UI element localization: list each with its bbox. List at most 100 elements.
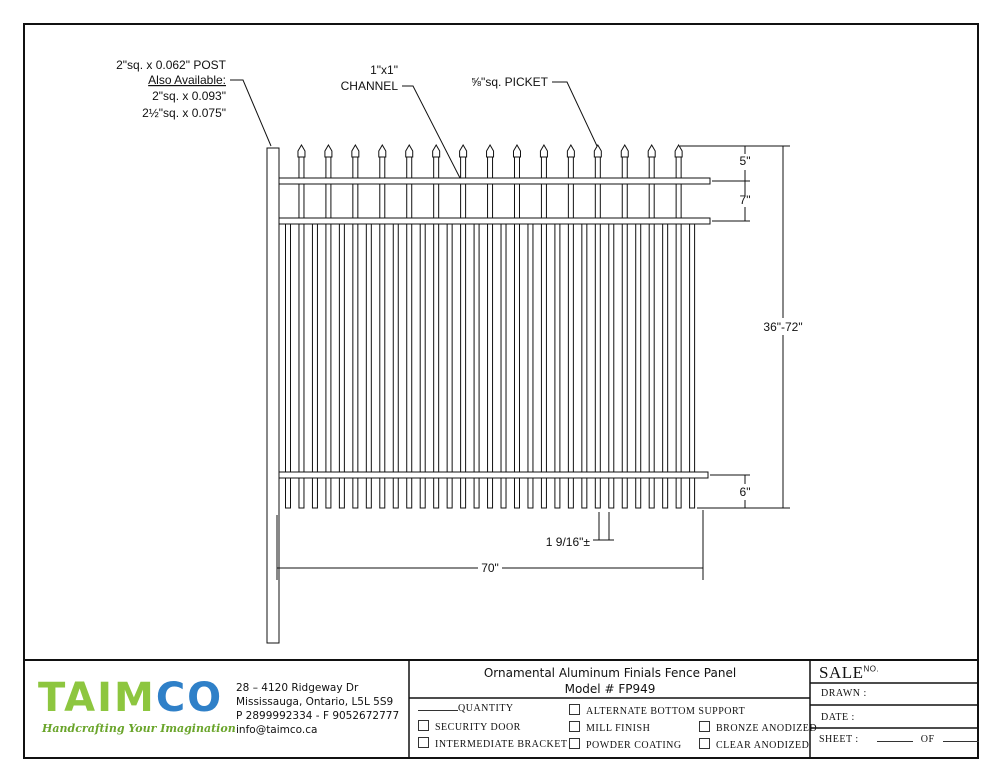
fence-panel — [278, 144, 711, 509]
short-picket — [311, 221, 318, 509]
option-mill-finish[interactable]: MILL FINISH — [569, 721, 650, 734]
finial — [297, 144, 306, 158]
model-number: Model # FP949 — [564, 682, 656, 696]
short-picket — [285, 221, 291, 509]
finial-picket — [540, 155, 547, 509]
short-picket — [689, 221, 696, 509]
short-picket — [419, 221, 426, 509]
short-picket — [392, 221, 399, 509]
finial — [566, 144, 575, 158]
finial-picket — [352, 155, 359, 509]
option-alternate-bottom-support[interactable]: ALTERNATE BOTTOM SUPPORT — [569, 704, 745, 717]
finial — [674, 144, 683, 158]
checkbox[interactable] — [569, 704, 580, 715]
phone: P 2899992334 - F 9052672777 — [236, 710, 400, 722]
sheet-label: SHEET : — [819, 734, 859, 745]
short-picket — [500, 221, 507, 509]
option-bronze-anodized[interactable]: BRONZE ANODIZED — [699, 721, 817, 734]
finial-picket — [675, 155, 682, 509]
option-clear-anodized[interactable]: CLEAR ANODIZED — [699, 738, 809, 751]
quantity-label: QUANTITY — [458, 703, 514, 714]
of-label: OF — [920, 734, 935, 745]
option-intermediate-bracket[interactable]: INTERMEDIATE BRACKET — [418, 737, 568, 750]
short-picket — [662, 221, 669, 509]
company-tagline: Handcrafting Your Imagination — [42, 722, 236, 735]
short-picket — [581, 221, 588, 509]
finial — [378, 144, 387, 158]
option-powder-coating[interactable]: POWDER COATING — [569, 738, 682, 751]
checkbox[interactable] — [418, 737, 429, 748]
short-picket — [527, 221, 534, 509]
finial-picket — [379, 155, 386, 509]
finial — [432, 144, 441, 158]
option-security-door[interactable]: SECURITY DOOR — [418, 720, 521, 733]
rail-channel — [278, 471, 709, 479]
channel-leader — [402, 85, 461, 179]
company-contact: 28 – 4120 Ridgeway Dr Mississauga, Ontar… — [236, 681, 399, 737]
drawing-title: Ornamental Aluminum Finials Fence Panel — [483, 666, 737, 680]
logo-green: TAIM — [38, 675, 156, 721]
finial-picket — [648, 155, 655, 509]
finial — [647, 144, 656, 158]
post-label: 2"sq. x 0.062" POST — [116, 58, 227, 72]
sale-label: SALE — [819, 663, 864, 682]
finial-picket — [433, 155, 440, 509]
option-label: CLEAR ANODIZED — [716, 740, 810, 751]
finial-picket — [513, 155, 520, 509]
option-label: SECURITY DOOR — [435, 722, 521, 733]
post — [266, 147, 280, 644]
dim-bottom: 6" — [740, 485, 751, 499]
dim-top: 5" — [740, 154, 751, 168]
address-line-2: Mississauga, Ontario, L5L 5S9 — [236, 696, 394, 708]
finial-picket — [406, 155, 413, 509]
short-picket — [473, 221, 480, 509]
option-label: INTERMEDIATE BRACKET — [435, 739, 568, 750]
short-picket — [635, 221, 642, 509]
finial — [405, 144, 414, 158]
finial-picket — [487, 155, 494, 509]
finial-picket — [621, 155, 628, 509]
finial — [512, 144, 521, 158]
checkbox[interactable] — [569, 738, 580, 749]
company-logo: TAIMCO — [38, 678, 223, 718]
sheet-border — [23, 23, 979, 759]
short-picket — [365, 221, 372, 509]
alt-post-2: 2½"sq. x 0.075" — [142, 106, 226, 120]
finial — [486, 144, 495, 158]
short-picket — [338, 221, 345, 509]
option-label: POWDER COATING — [586, 740, 682, 751]
short-picket — [608, 221, 615, 509]
sale-no-field: SALENO. — [819, 663, 879, 683]
finial — [324, 144, 333, 158]
finial-picket — [460, 155, 467, 509]
dimension-lines — [276, 145, 790, 580]
logo-blue: CO — [155, 675, 224, 721]
quantity-field[interactable]: QUANTITY — [418, 703, 514, 714]
checkbox[interactable] — [699, 738, 710, 749]
checkbox[interactable] — [699, 721, 710, 732]
sheet-field: SHEET : OF — [819, 734, 979, 745]
finial — [459, 144, 468, 158]
picket-leader — [552, 81, 598, 147]
finial-picket — [298, 155, 305, 509]
option-label: BRONZE ANODIZED — [716, 723, 818, 734]
checkbox[interactable] — [418, 720, 429, 731]
channel-label-1: 1"x1" — [370, 63, 398, 77]
finial-picket — [594, 155, 601, 509]
short-picket — [554, 221, 561, 509]
date-field: DATE : — [821, 712, 855, 723]
finial — [351, 144, 360, 158]
picket-label: ⅝"sq. PICKET — [471, 75, 549, 89]
dim-height: 36"-72" — [763, 320, 802, 334]
option-label: ALTERNATE BOTTOM SUPPORT — [586, 706, 746, 717]
finial — [620, 144, 629, 158]
channel-label-2: CHANNEL — [341, 79, 399, 93]
email: info@taimco.ca — [236, 724, 318, 736]
finial-picket — [567, 155, 574, 509]
checkbox[interactable] — [569, 721, 580, 732]
rail-channel — [278, 217, 711, 225]
dim-rail-gap: 7" — [740, 193, 751, 207]
dim-width: 70" — [481, 561, 499, 575]
finial — [539, 144, 548, 158]
